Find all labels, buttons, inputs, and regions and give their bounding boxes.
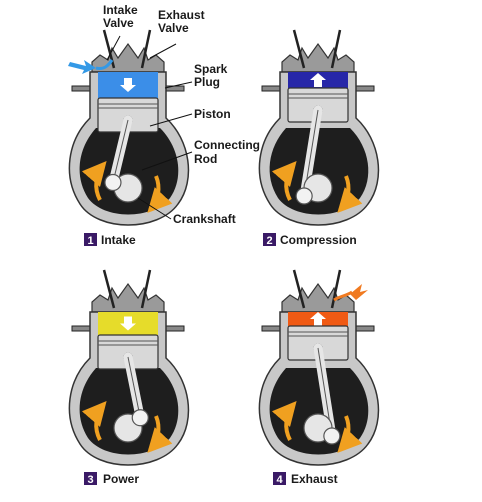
rotation-arrow-icon [271,160,297,201]
engine-panel-compression: 2 Compression [258,29,380,247]
intake-valve-stem [292,29,306,69]
engine-panel-intake: 1 Intake [68,29,190,247]
gas-arrow-icon [120,78,136,92]
crankshaft-label: Crankshaft [173,212,236,226]
step-title: Compression [280,233,357,247]
crank-pin [323,427,341,445]
exhaust-flow-path [333,290,353,302]
exhaust-valve-stem [140,269,152,309]
spark-plug-left [71,85,93,92]
intake-valve-stem [102,269,116,309]
rotation-arrow-icon [337,175,363,213]
leader-line [141,151,193,171]
step-title: Intake [101,233,136,247]
engine-panel-power: 3 Power [68,269,190,486]
step-number: 1 [87,235,93,247]
step-caption: 2 Compression [263,233,357,247]
exhaust-valve-stem [140,29,152,69]
rotation-arrow-icon [81,160,107,201]
exhaust-flow-arrow-icon [350,284,368,300]
rotation-arrow-icon [147,415,173,453]
step-number-badge [263,233,276,246]
crank-pin [104,173,122,192]
engine-panel-exhaust: 4 Exhaust [258,269,380,486]
cylinder-head [91,282,165,313]
leader-line [137,197,172,220]
intake-flow-path [95,59,114,70]
step-caption: 4 Exhaust [273,472,338,486]
spark-plug-left [71,325,93,332]
rotation-arrow-icon [337,415,363,453]
cylinder-head [281,42,355,73]
engine-cutaway [258,269,380,466]
spark-plug-right [163,85,185,92]
spark-plug-left [261,85,283,92]
rotation-arrow-icon [147,175,173,213]
connecting-rod-edge [112,119,129,183]
rotation-arrow-icon [271,400,297,441]
gas-arrow-icon [310,312,326,326]
engine-cutaway [68,29,190,226]
exhaust-valve-stem [330,29,342,69]
gas-arrow-icon [120,316,136,331]
step-caption: 1 Intake [84,233,136,247]
step-title: Exhaust [291,472,338,486]
gas-arrow-icon [310,73,326,87]
spark-plug-left [261,325,283,332]
rotation-arrow-icon [81,400,107,441]
piston-label: Piston [194,107,231,121]
leader-line [164,81,193,89]
step-number: 2 [266,235,272,247]
leader-line [149,43,177,59]
crank-pin [131,409,149,427]
exhaust-valve-stem [330,269,342,309]
crank-pin [295,187,313,205]
spark-plug-right [163,325,185,332]
step-number-badge [273,472,286,485]
step-number: 4 [276,474,283,486]
cylinder-head [281,282,355,313]
spark-plug-right [353,85,375,92]
step-number-badge [84,233,97,246]
engine-cutaway [68,269,190,466]
step-title: Power [103,472,139,486]
connecting-rod-edge [127,356,141,418]
step-number-badge [84,472,97,485]
intake-flow-arrow-icon [68,60,96,74]
intake-valve-stem [292,269,306,309]
spark-plug-right [353,325,375,332]
engine-cutaway [258,29,380,226]
leader-line [106,35,121,61]
step-caption: 3 Power [84,472,139,486]
leader-line [149,113,193,127]
step-number: 3 [87,474,93,486]
